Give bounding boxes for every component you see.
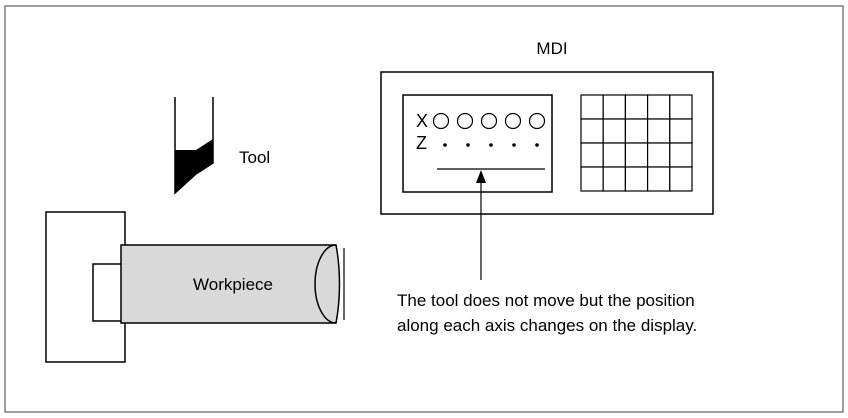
keypad-key: [624, 118, 649, 144]
keypad-key: [580, 94, 604, 120]
x-digit-placeholder: [504, 112, 522, 130]
z-digit-dot: [535, 143, 539, 147]
mdi-title: MDI: [536, 39, 567, 58]
keypad-key: [580, 166, 604, 192]
axis-z-label: Z: [416, 133, 427, 153]
keypad-key: [602, 166, 627, 192]
keypad-key: [669, 142, 693, 168]
keypad-key: [580, 142, 604, 168]
tool-label: Tool: [239, 148, 270, 167]
workpiece: [120, 244, 345, 324]
keypad-key: [646, 142, 671, 168]
keypad-key: [602, 94, 627, 120]
z-digit-dot: [443, 143, 447, 147]
chuck-jaw: [92, 263, 126, 322]
mdi-keypad: [580, 94, 693, 192]
callout-line-2: along each axis changes on the display.: [397, 316, 697, 335]
position-display: X Z: [402, 94, 553, 193]
axis-x-label: X: [416, 111, 428, 131]
chuck: [45, 211, 126, 363]
workpiece-body: [120, 244, 341, 324]
z-digit-dot: [512, 143, 516, 147]
x-digit-placeholder: [456, 112, 474, 130]
z-position-digits: [443, 143, 539, 147]
keypad-key: [646, 94, 671, 120]
keypad-key: [669, 166, 693, 192]
x-position-digits: [432, 112, 546, 130]
callout-arrow: [476, 170, 486, 280]
workpiece-label: Workpiece: [193, 275, 273, 294]
keypad-key: [624, 94, 649, 120]
display-screen: [402, 94, 553, 193]
keypad-key: [646, 118, 671, 144]
z-digit-dot: [489, 143, 493, 147]
keypad-key: [646, 166, 671, 192]
workpiece-end-rim: [314, 244, 337, 324]
callout-line-1: The tool does not move but the position: [397, 291, 695, 310]
keypad-key: [669, 94, 693, 120]
tool-icon: [174, 97, 214, 195]
x-digit-placeholder: [432, 112, 450, 130]
keypad-key: [602, 142, 627, 168]
tool-insert: [175, 139, 213, 193]
x-digit-placeholder: [480, 112, 498, 130]
keypad-key: [602, 118, 627, 144]
mdi-panel: X Z: [380, 71, 714, 215]
keypad-key: [580, 118, 604, 144]
keypad-key: [624, 142, 649, 168]
x-digit-placeholder: [528, 112, 546, 130]
keypad-key: [624, 166, 649, 192]
z-digit-dot: [466, 143, 470, 147]
keypad-key: [669, 118, 693, 144]
figure-frame: [4, 5, 844, 413]
